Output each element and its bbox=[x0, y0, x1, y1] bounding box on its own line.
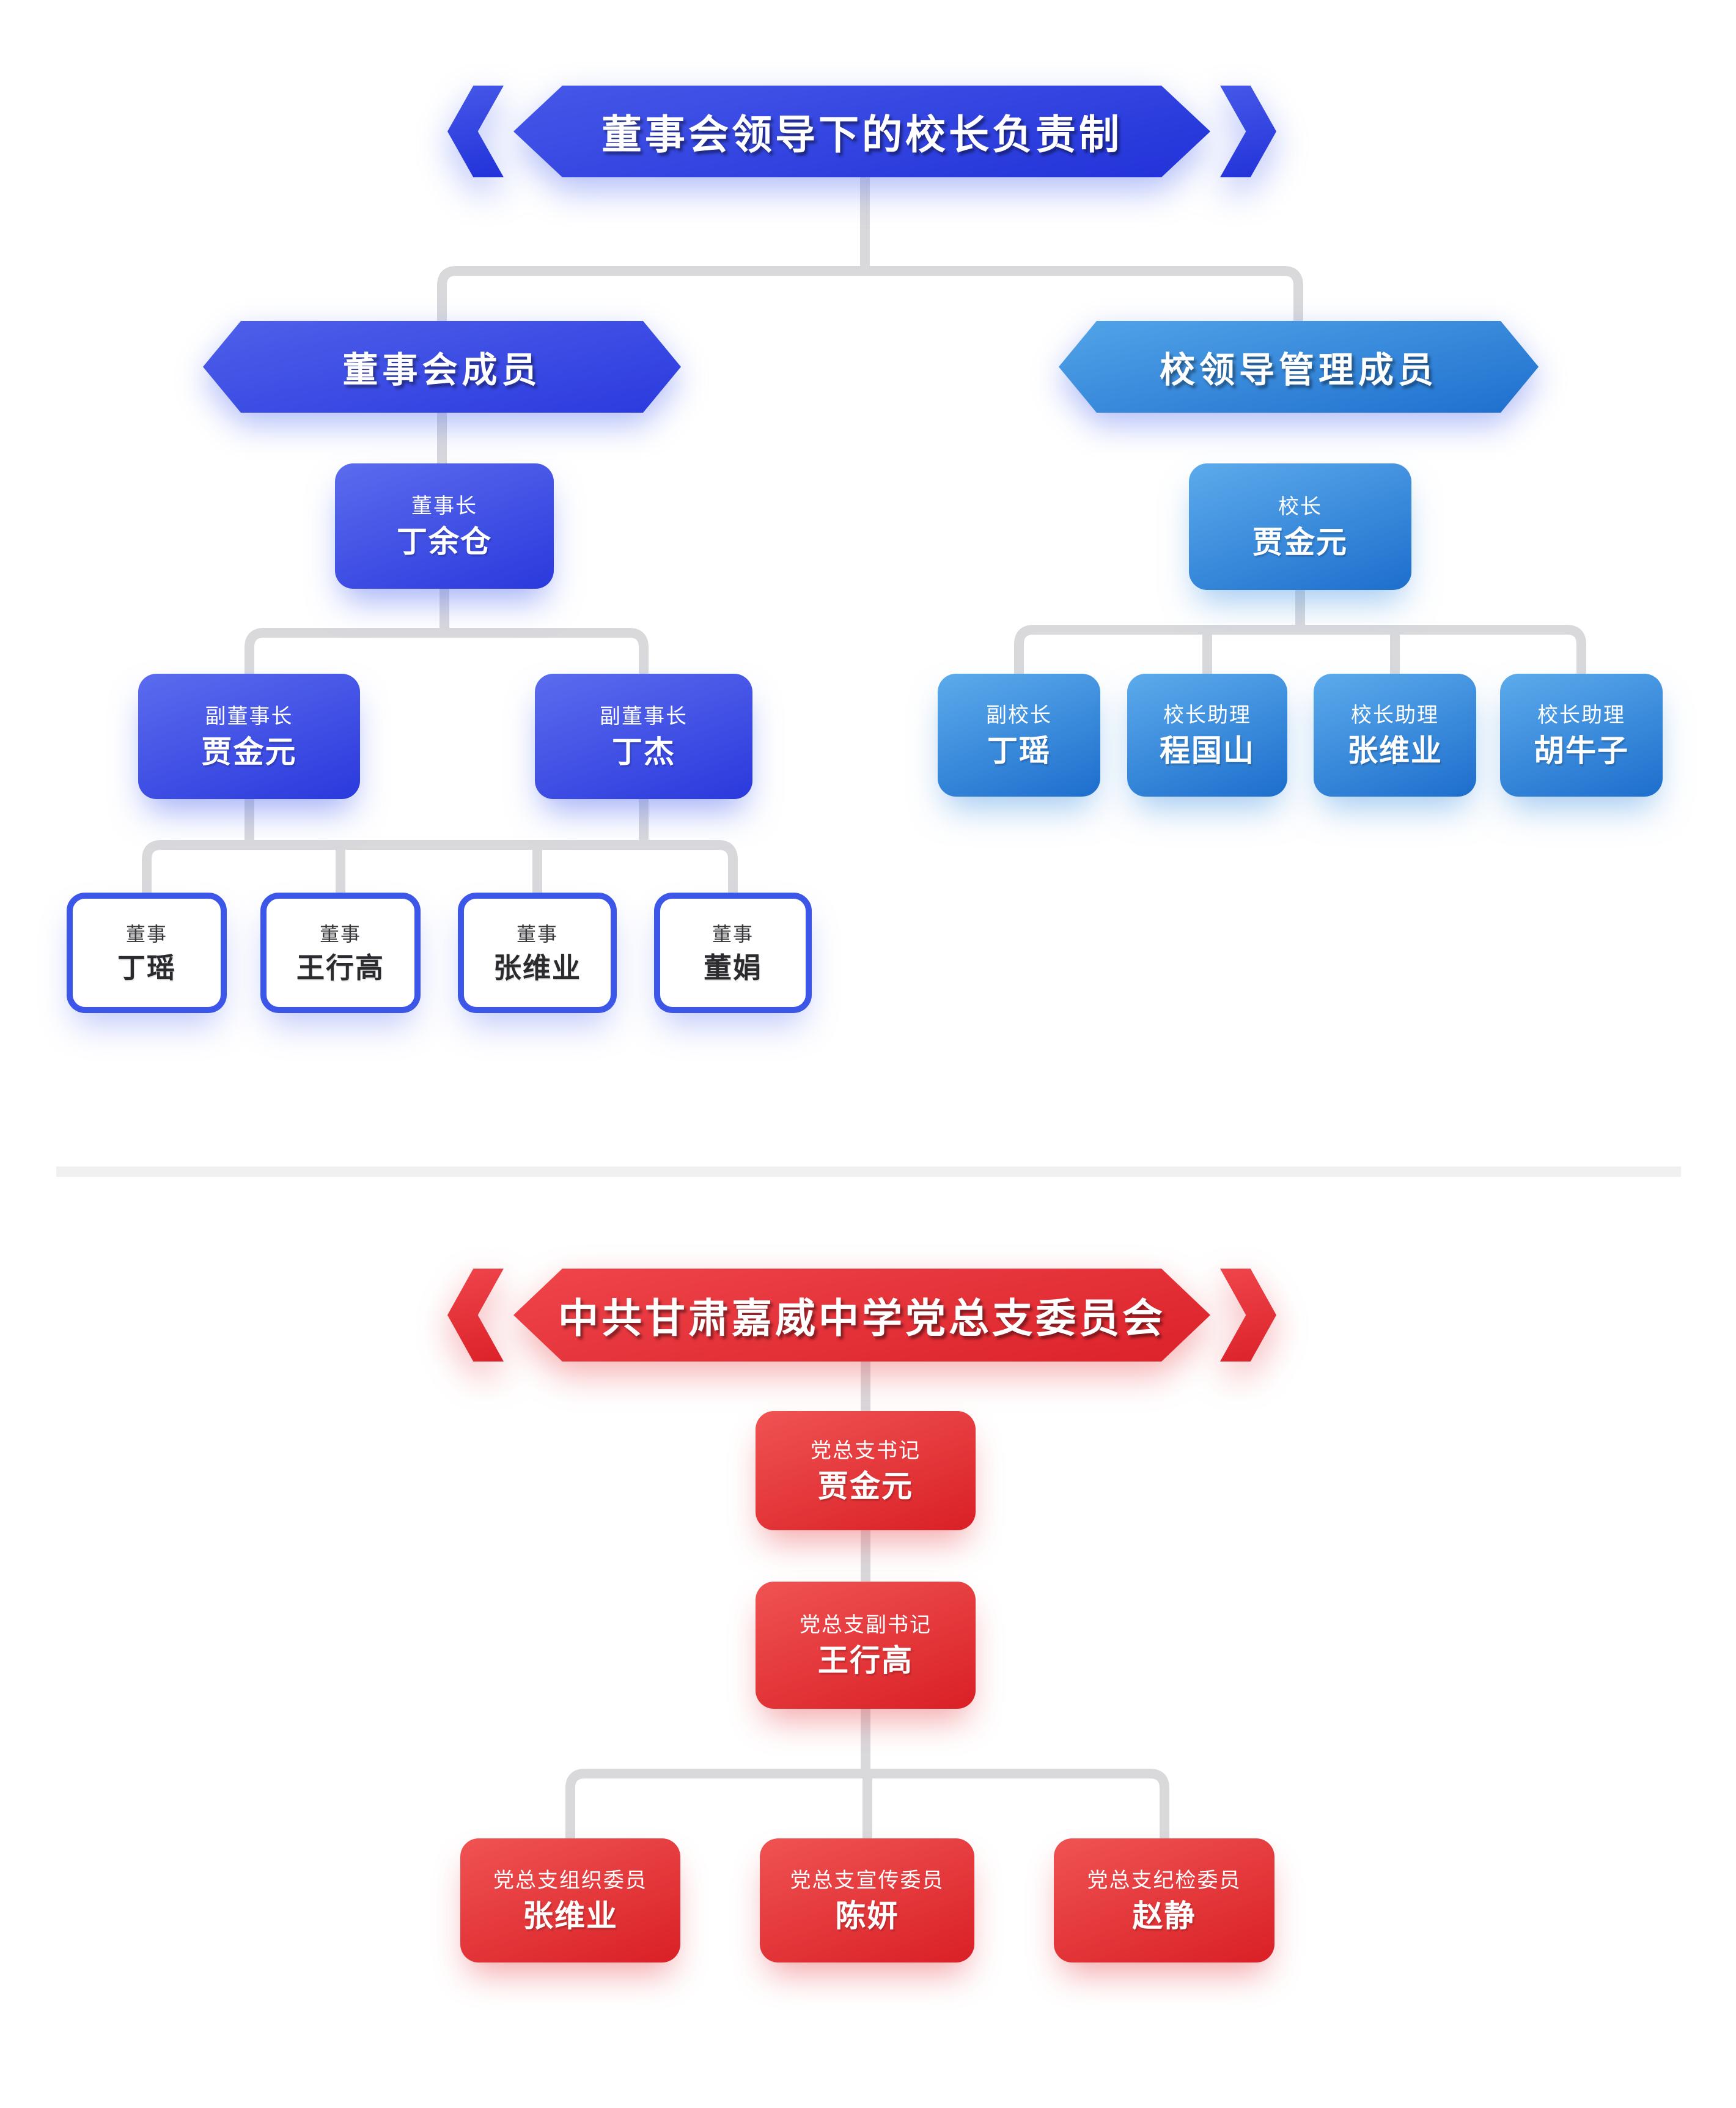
node-vice-principal: 副校长 丁瑶 bbox=[938, 674, 1100, 797]
node-party-organization-member: 党总支组织委员 张维业 bbox=[460, 1838, 680, 1962]
node-name: 丁瑶 bbox=[117, 951, 176, 984]
node-title: 副董事长 bbox=[205, 704, 293, 728]
node-title: 董事 bbox=[516, 923, 558, 945]
node-name: 胡牛子 bbox=[1534, 733, 1629, 768]
node-name: 张维业 bbox=[523, 1898, 618, 1933]
node-party-secretary: 党总支书记 贾金元 bbox=[756, 1411, 976, 1530]
node-title: 副校长 bbox=[986, 703, 1052, 727]
node-name: 张维业 bbox=[1347, 733, 1443, 768]
party-title-banner-text: 中共甘肃嘉威中学党总支委员会 bbox=[513, 1269, 1210, 1362]
node-principal-assistant-1: 校长助理 程国山 bbox=[1127, 674, 1287, 797]
node-title: 党总支宣传委员 bbox=[790, 1868, 944, 1892]
board-title-banner-text: 董事会领导下的校长负责制 bbox=[513, 86, 1210, 177]
node-name: 丁余仓 bbox=[397, 524, 492, 559]
node-name: 赵静 bbox=[1132, 1898, 1196, 1933]
node-title: 校长 bbox=[1278, 495, 1322, 518]
node-name: 贾金元 bbox=[201, 734, 297, 769]
board-title-banner: 董事会领导下的校长负责制 bbox=[440, 86, 1284, 177]
node-director-4: 董事 董娟 bbox=[654, 893, 812, 1013]
node-title: 董事 bbox=[319, 923, 361, 945]
node-party-publicity-member: 党总支宣传委员 陈妍 bbox=[760, 1838, 974, 1962]
node-title: 校长助理 bbox=[1537, 703, 1625, 727]
node-title: 董事 bbox=[712, 923, 754, 945]
node-principal-assistant-2: 校长助理 张维业 bbox=[1314, 674, 1476, 797]
node-title: 党总支书记 bbox=[811, 1439, 921, 1462]
chevron-right-icon bbox=[1220, 86, 1276, 177]
chevron-right-icon bbox=[1220, 1269, 1276, 1362]
node-director-2: 董事 王行高 bbox=[260, 893, 421, 1013]
node-vice-chairman-1: 副董事长 贾金元 bbox=[138, 674, 360, 799]
connector bbox=[437, 266, 1303, 327]
node-title: 校长助理 bbox=[1351, 703, 1439, 727]
chevron-left-icon bbox=[447, 86, 504, 177]
node-title: 党总支副书记 bbox=[800, 1613, 932, 1637]
chevron-left-icon bbox=[447, 1269, 504, 1362]
node-name: 程国山 bbox=[1160, 733, 1255, 768]
node-name: 张维业 bbox=[493, 951, 581, 984]
node-title: 董事长 bbox=[411, 494, 477, 518]
board-branch-header-text: 董事会成员 bbox=[203, 321, 681, 413]
connector bbox=[1014, 625, 1586, 679]
node-director-3: 董事 张维业 bbox=[458, 893, 617, 1013]
node-principal: 校长 贾金元 bbox=[1189, 463, 1411, 590]
node-title: 董事 bbox=[125, 923, 167, 945]
node-vice-chairman-2: 副董事长 丁杰 bbox=[535, 674, 752, 799]
section-divider bbox=[56, 1166, 1681, 1177]
school-branch-header-text: 校领导管理成员 bbox=[1059, 321, 1539, 413]
node-party-discipline-member: 党总支纪检委员 赵静 bbox=[1054, 1838, 1274, 1962]
node-chairman: 董事长 丁余仓 bbox=[335, 463, 554, 589]
node-name: 王行高 bbox=[296, 951, 384, 984]
connector bbox=[142, 840, 738, 897]
board-branch-header: 董事会成员 bbox=[203, 321, 681, 413]
party-title-banner: 中共甘肃嘉威中学党总支委员会 bbox=[440, 1269, 1284, 1362]
node-name: 陈妍 bbox=[835, 1898, 899, 1933]
node-party-deputy-secretary: 党总支副书记 王行高 bbox=[756, 1582, 976, 1709]
node-principal-assistant-3: 校长助理 胡牛子 bbox=[1500, 674, 1663, 797]
node-title: 副董事长 bbox=[600, 704, 688, 728]
node-name: 丁杰 bbox=[612, 734, 675, 769]
node-name: 王行高 bbox=[818, 1643, 913, 1678]
node-title: 党总支纪检委员 bbox=[1087, 1868, 1241, 1892]
node-title: 校长助理 bbox=[1163, 703, 1251, 727]
node-director-1: 董事 丁瑶 bbox=[67, 893, 227, 1013]
school-branch-header: 校领导管理成员 bbox=[1059, 321, 1539, 413]
node-title: 党总支组织委员 bbox=[493, 1868, 647, 1892]
node-name: 丁瑶 bbox=[987, 733, 1051, 768]
connector bbox=[245, 628, 649, 679]
node-name: 贾金元 bbox=[1252, 525, 1348, 559]
node-name: 董娟 bbox=[704, 951, 762, 984]
node-name: 贾金元 bbox=[818, 1469, 913, 1503]
